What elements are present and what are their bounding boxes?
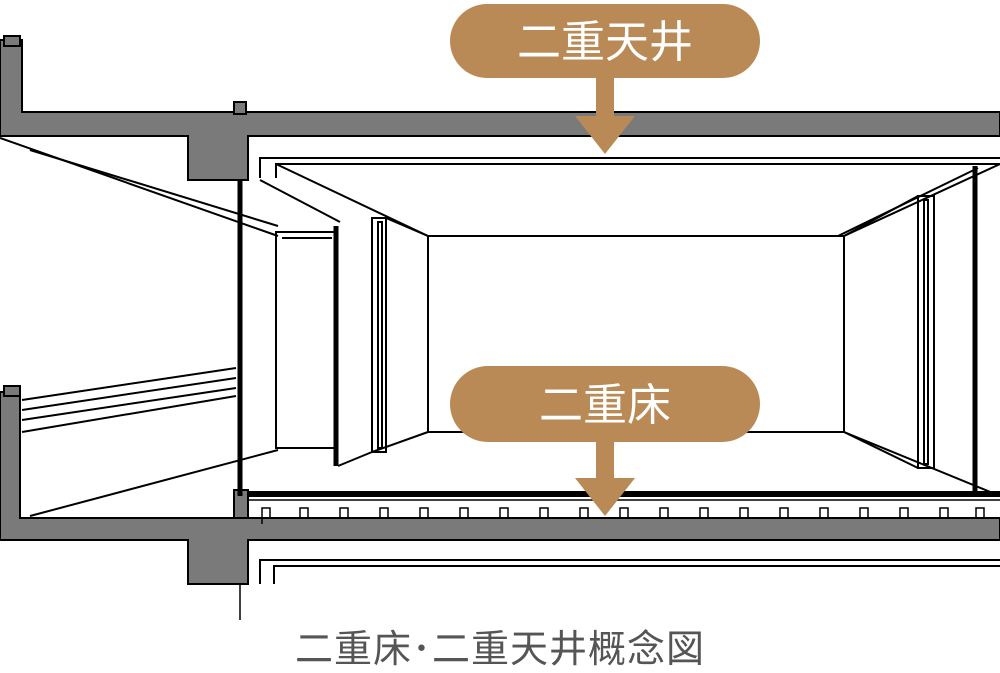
floor-label-text: 二重床 bbox=[539, 380, 671, 431]
floor-label-pill bbox=[450, 366, 760, 442]
ceiling-label-pill bbox=[450, 4, 760, 78]
room-walls bbox=[275, 195, 1000, 497]
suspended-ceiling bbox=[259, 157, 1000, 237]
ceiling-label: 二重天井 bbox=[450, 4, 760, 154]
structural-columns bbox=[237, 166, 978, 496]
floor-label: 二重床 bbox=[450, 366, 760, 516]
diagram-caption: 二重床･二重天井概念図 bbox=[294, 627, 705, 671]
ceiling-label-text: 二重天井 bbox=[517, 17, 693, 68]
lower-slab bbox=[0, 385, 1000, 585]
balcony-lines bbox=[0, 137, 279, 517]
raised-floor bbox=[248, 491, 1000, 524]
floor-arrow-icon bbox=[575, 442, 635, 516]
ceiling-arrow-icon bbox=[575, 78, 635, 154]
upper-slab bbox=[0, 35, 1000, 181]
lower-ceiling bbox=[239, 559, 1000, 620]
